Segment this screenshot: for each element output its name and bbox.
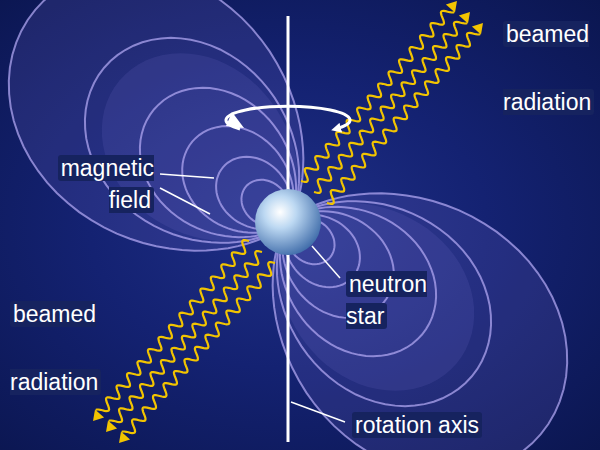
label-box: beamed radiation: [10, 280, 105, 416]
neutron-star-sphere: [255, 189, 321, 255]
radiation-wave: [109, 251, 262, 422]
label-box: beamed radiation: [503, 0, 598, 136]
field-lobe: [65, 16, 342, 287]
field-label: magnetic field: [58, 155, 154, 213]
label-box: rotation axis: [352, 410, 572, 440]
label-box: magnetic field: [14, 152, 154, 216]
star-label: neutron star: [346, 271, 427, 329]
leader-line: [160, 188, 210, 214]
beamed-radiation: [93, 1, 483, 443]
radiation-arrowhead: [459, 12, 470, 24]
radiation-arrowhead: [106, 421, 117, 433]
radiation-wave: [301, 11, 454, 182]
field-line: [206, 125, 600, 450]
field-lobe: [234, 157, 511, 428]
radiation-arrowhead: [119, 432, 130, 444]
beam-label: beamed radiation: [503, 21, 594, 115]
radiation-arrowhead: [446, 1, 457, 13]
beam-label: beamed radiation: [10, 301, 101, 395]
radiation-wave: [314, 22, 467, 193]
field-line: [0, 0, 370, 319]
label-box: neutron star: [346, 268, 456, 332]
leader-line: [312, 246, 340, 278]
radiation-arrowhead: [472, 23, 483, 35]
rotation-arrow: [226, 106, 350, 129]
rotation-arrow-tail: [226, 112, 244, 128]
leader-line: [160, 174, 214, 178]
axis-label: rotation axis: [352, 412, 482, 438]
leader-line: [291, 402, 345, 422]
radiation-wave: [122, 262, 275, 433]
radiation-arrowhead: [93, 410, 104, 422]
